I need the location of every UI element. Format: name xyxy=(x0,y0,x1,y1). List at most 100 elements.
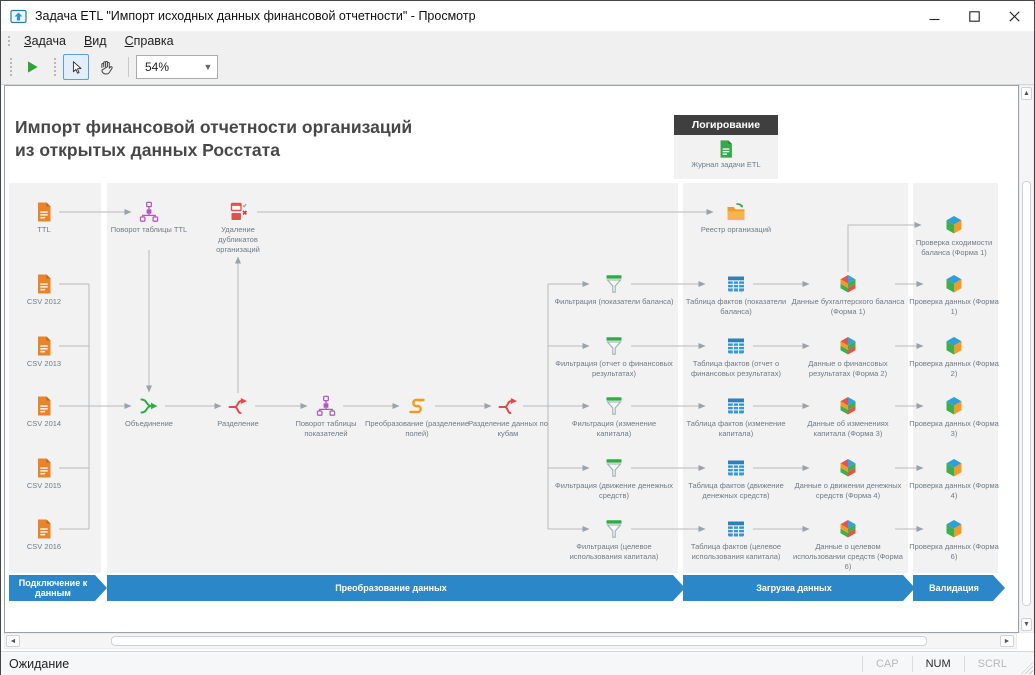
chevron-down-icon: ▼ xyxy=(203,62,213,72)
file-icon xyxy=(33,395,55,417)
node-label: Данные о движении денежных средств (Форм… xyxy=(794,481,902,500)
node-pivot-indicators[interactable]: Поворот таблицы показателей xyxy=(278,395,374,439)
node-cube-capital-change[interactable]: Данные об изменениях капитала (Форма 3) xyxy=(792,395,904,439)
vertical-scrollbar[interactable]: ▲ ▼ xyxy=(1019,85,1034,633)
node-csv-2016[interactable]: CSV 2016 xyxy=(14,518,74,552)
node-check-form6[interactable]: Проверка данных (Форма 6) xyxy=(908,518,1000,562)
node-label: Проверка данных (Форма 2) xyxy=(909,359,999,378)
node-union[interactable]: Объединение xyxy=(104,395,194,429)
node-check-form3[interactable]: Проверка данных (Форма 3) xyxy=(908,395,1000,439)
resize-grip[interactable] xyxy=(1021,662,1033,674)
node-csv-2014[interactable]: CSV 2014 xyxy=(14,395,74,429)
lane-validate-panel xyxy=(913,183,998,573)
diagram-title-line2: из открытых данных Росстата xyxy=(15,140,280,160)
node-filter-cash-flow[interactable]: Фильтрация (движение денежных средств) xyxy=(554,457,674,501)
scroll-left-button[interactable]: ◄ xyxy=(6,635,20,647)
pivot-icon xyxy=(315,395,337,417)
node-fact-target-use[interactable]: Таблица фактов (целевое использования ка… xyxy=(675,518,797,562)
lock-indicator-num: NUM xyxy=(911,655,964,672)
node-cube-target-use[interactable]: Данные о целевом использовании средств (… xyxy=(792,518,904,571)
node-label: Данные о целевом использовании средств (… xyxy=(793,542,903,571)
node-cube-balance[interactable]: Данные бухгалтерского баланса (Форма 1) xyxy=(790,273,906,317)
node-label: Разделение xyxy=(217,419,259,428)
node-cube-cash-flow[interactable]: Данные о движении денежных средств (Форм… xyxy=(787,457,909,501)
horizontal-scrollbar[interactable]: ◄ ► xyxy=(4,633,1017,649)
diagram-title: Импорт финансовой отчетности организаций… xyxy=(15,116,412,162)
pan-tool-button[interactable] xyxy=(93,54,119,80)
diagram-title-line1: Импорт финансовой отчетности организаций xyxy=(15,117,413,137)
node-check-form4[interactable]: Проверка данных (Форма 4) xyxy=(908,457,1000,501)
split-icon xyxy=(497,395,519,417)
etl-log-node[interactable]: Журнал задачи ETL xyxy=(674,135,778,179)
node-fact-balance[interactable]: Таблица фактов (показатели баланса) xyxy=(678,273,794,317)
node-org-registry[interactable]: Реестр организаций xyxy=(681,201,791,235)
diagram-canvas[interactable]: Импорт финансовой отчетности организаций… xyxy=(4,85,1019,633)
node-label: Объединение xyxy=(125,419,173,428)
node-split-cubes[interactable]: Разделение данных по кубам xyxy=(458,395,558,439)
node-label: Таблица фактов (целевое использования ка… xyxy=(690,542,782,561)
select-tool-button[interactable] xyxy=(63,54,89,80)
logging-group: Логирование Журнал задачи ETL xyxy=(674,115,778,179)
node-check-form2[interactable]: Проверка данных (Форма 2) xyxy=(908,335,1000,379)
node-csv-2015[interactable]: CSV 2015 xyxy=(14,457,74,491)
cube-val-icon xyxy=(943,214,965,236)
node-filter-balance[interactable]: Фильтрация (показатели баланса) xyxy=(554,273,674,307)
toolbar-grip-1[interactable] xyxy=(8,56,12,78)
node-transform-fields[interactable]: Преобразование (разделение полей) xyxy=(361,395,473,439)
cube-val-icon xyxy=(943,335,965,357)
toolbar-grip-2[interactable] xyxy=(52,56,56,78)
cube-val-icon xyxy=(943,395,965,417)
node-label: Проверка данных (Форма 6) xyxy=(909,542,999,561)
etl-log-label: Журнал задачи ETL xyxy=(691,160,761,169)
node-fact-capital-change[interactable]: Таблица фактов (изменение капитала) xyxy=(678,395,794,439)
node-label: Реестр организаций xyxy=(700,225,772,234)
minimize-button[interactable] xyxy=(914,1,954,31)
node-csv-2013[interactable]: CSV 2013 xyxy=(14,335,74,369)
node-filter-fin-results[interactable]: Фильтрация (отчет о финансовых результат… xyxy=(551,335,677,379)
node-fact-cash-flow[interactable]: Таблица фактов (движение денежных средст… xyxy=(675,457,797,501)
file-icon xyxy=(33,273,55,295)
node-cube-fin-results[interactable]: Данные о финансовых результатах (Форма 2… xyxy=(792,335,904,379)
scroll-right-button[interactable]: ► xyxy=(1000,635,1014,647)
node-check-balance-convergence[interactable]: Проверка сходимости баланса (Форма 1) xyxy=(902,214,1006,258)
node-pivot-ttl[interactable]: Поворот таблицы TTL xyxy=(104,201,194,235)
run-button[interactable] xyxy=(19,54,45,80)
minimize-icon xyxy=(929,18,939,20)
vertical-scroll-thumb[interactable] xyxy=(1022,181,1031,606)
node-fact-fin-results[interactable]: Таблица фактов (отчет о финансовых резул… xyxy=(673,335,799,379)
funnel-icon xyxy=(603,395,625,417)
play-icon xyxy=(28,61,38,73)
node-ttl[interactable]: TTL xyxy=(14,201,74,235)
maximize-button[interactable] xyxy=(954,1,994,31)
close-button[interactable] xyxy=(994,1,1034,31)
node-filter-target-use[interactable]: Фильтрация (целевое использования капита… xyxy=(551,518,677,562)
cursor-icon xyxy=(72,60,81,74)
node-label: CSV 2012 xyxy=(26,297,62,306)
node-label: Проверка данных (Форма 3) xyxy=(909,419,999,438)
lane-connect-panel xyxy=(9,183,101,573)
zoom-select[interactable]: 54% ▼ xyxy=(136,55,218,79)
scroll-down-button[interactable]: ▼ xyxy=(1021,618,1032,631)
toolbar-separator xyxy=(128,57,129,77)
menu-help[interactable]: Справка xyxy=(124,33,174,48)
menu-grip[interactable] xyxy=(6,34,10,47)
node-label: Фильтрация (показатели баланса) xyxy=(554,297,674,306)
node-label: CSV 2016 xyxy=(26,542,62,551)
node-split[interactable]: Разделение xyxy=(193,395,283,429)
transform-icon xyxy=(406,395,428,417)
cube-val-icon xyxy=(943,518,965,540)
hand-icon xyxy=(100,60,113,74)
horizontal-scroll-thumb[interactable] xyxy=(111,636,927,646)
toolbar: 54% ▼ xyxy=(1,50,1034,85)
node-dedup-orgs[interactable]: Удаление дубликатов организаций xyxy=(205,201,271,254)
funnel-icon xyxy=(603,273,625,295)
app-icon xyxy=(10,9,27,23)
node-filter-capital-change[interactable]: Фильтрация (изменение капитала) xyxy=(554,395,674,439)
menu-task[interactable]: Задача xyxy=(24,33,66,48)
table-icon xyxy=(725,518,747,540)
scroll-up-button[interactable]: ▲ xyxy=(1021,87,1032,100)
node-csv-2012[interactable]: CSV 2012 xyxy=(14,273,74,307)
node-check-form1[interactable]: Проверка данных (Форма 1) xyxy=(908,273,1000,317)
menu-view[interactable]: Вид xyxy=(83,33,107,48)
